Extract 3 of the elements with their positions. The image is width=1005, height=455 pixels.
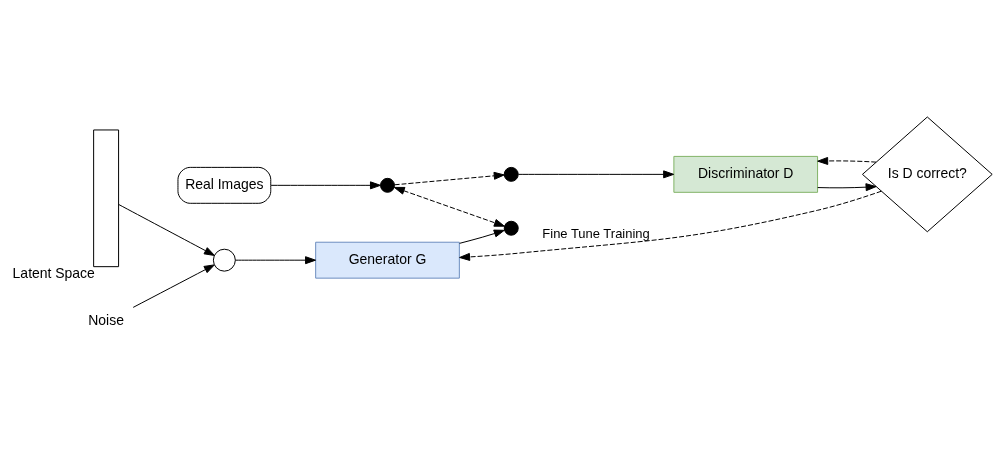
node-text: Noise bbox=[87, 311, 124, 328]
node-label: Latent Space bbox=[12, 264, 95, 281]
edge-label: Fine Tune Training bbox=[541, 225, 650, 241]
